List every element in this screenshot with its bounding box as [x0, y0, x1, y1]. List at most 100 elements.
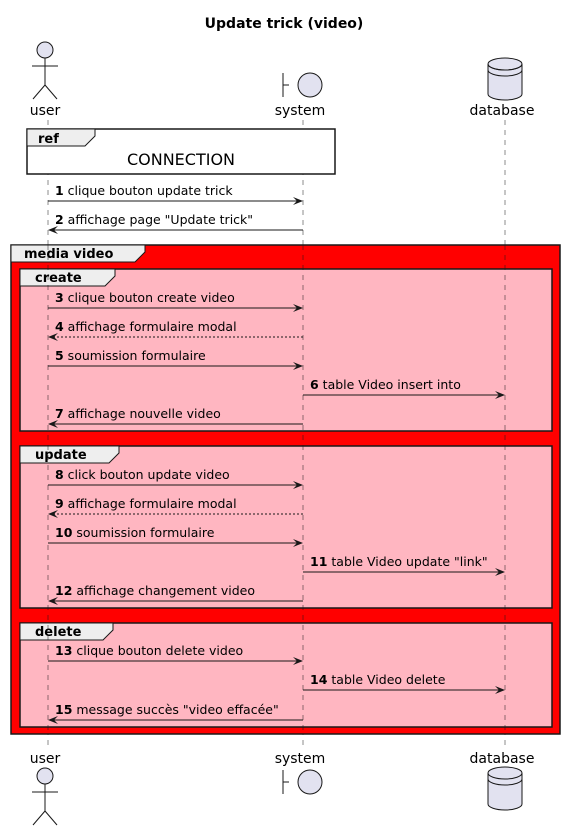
message-text: affichage nouvelle video	[64, 406, 221, 421]
message-arrow-head	[495, 391, 505, 399]
message-text: soumission formulaire	[72, 525, 214, 540]
message-number: 6	[310, 377, 319, 392]
messages: 1 clique bouton update trick 2 affichage …	[48, 183, 505, 724]
message-arrow-head	[293, 481, 303, 489]
message-text: table Video insert into	[319, 377, 461, 392]
database-icon	[487, 57, 523, 101]
diagram-title: Update trick (video)	[205, 16, 364, 32]
message-label: 8 click bouton update video	[55, 467, 230, 482]
message-text: table Video update "link"	[327, 554, 487, 569]
message-number: 2	[55, 212, 64, 227]
message-label: 15 message succès "video effacée"	[55, 702, 279, 717]
message-number: 5	[55, 348, 64, 363]
message-label: 3 clique bouton create video	[55, 290, 235, 305]
message-arrow-head	[48, 716, 58, 724]
message-arrow-head	[293, 539, 303, 547]
participant-label-user-bottom: user	[30, 751, 61, 767]
message-label: 10 soumission formulaire	[55, 525, 215, 540]
message-10: 10 soumission formulaire	[48, 525, 303, 547]
group-delete: delete	[19, 622, 553, 728]
message-number: 4	[55, 319, 64, 334]
message-text: affichage changement video	[72, 583, 255, 598]
participant-label-database-bottom: database	[470, 751, 535, 767]
participant-database-bottom: database	[470, 751, 535, 811]
group-create: create	[19, 268, 553, 432]
participant-label-system-bottom: system	[275, 751, 326, 767]
message-3: 3 clique bouton create video	[48, 290, 303, 312]
message-11: 11 table Video update "link"	[303, 554, 505, 576]
message-label: 5 soumission formulaire	[55, 348, 206, 363]
message-text: clique bouton delete video	[72, 643, 243, 658]
message-text: affichage formulaire modal	[64, 319, 237, 334]
message-text: click bouton update video	[64, 467, 230, 482]
message-text: affichage page "Update trick"	[64, 212, 253, 227]
message-arrow-head	[495, 686, 505, 694]
message-label: 11 table Video update "link"	[310, 554, 488, 569]
group-label-create: create	[35, 271, 82, 286]
actor-icon	[32, 41, 58, 100]
message-number: 9	[55, 496, 64, 511]
message-arrow-head	[48, 333, 58, 341]
message-number: 11	[310, 554, 327, 569]
message-arrow-head	[48, 226, 58, 234]
participant-label-user: user	[30, 103, 61, 119]
message-number: 13	[55, 643, 72, 658]
message-2: 2 affichage page "Update trick"	[48, 212, 303, 234]
message-label: 14 table Video delete	[310, 672, 446, 687]
message-number: 15	[55, 702, 72, 717]
group-label-update: update	[35, 448, 87, 463]
boundary-icon	[282, 72, 323, 98]
message-12: 12 affichage changement video	[48, 583, 303, 605]
message-label: 9 affichage formulaire modal	[55, 496, 237, 511]
message-label: 13 clique bouton delete video	[55, 643, 243, 658]
message-text: soumission formulaire	[64, 348, 206, 363]
participant-system-bottom: system	[275, 751, 326, 795]
message-13: 13 clique bouton delete video	[48, 643, 303, 665]
ref-tag: ref	[38, 132, 59, 147]
message-number: 3	[55, 290, 64, 305]
message-8: 8 click bouton update video	[48, 467, 303, 489]
group-label-delete: delete	[35, 625, 82, 640]
message-14: 14 table Video delete	[303, 672, 505, 694]
message-arrow-head	[293, 657, 303, 665]
message-5: 5 soumission formulaire	[48, 348, 303, 370]
message-arrow-head	[48, 597, 58, 605]
message-7: 7 affichage nouvelle video	[48, 406, 303, 428]
message-label: 6 table Video insert into	[310, 377, 461, 392]
ref-label: CONNECTION	[127, 150, 235, 169]
message-label: 4 affichage formulaire modal	[55, 319, 237, 334]
message-9: 9 affichage formulaire modal	[48, 496, 303, 518]
message-text: affichage formulaire modal	[64, 496, 237, 511]
message-arrow-head	[293, 304, 303, 312]
actor-icon	[32, 767, 58, 826]
message-label: 12 affichage changement video	[55, 583, 255, 598]
message-number: 14	[310, 672, 328, 687]
ref-frame: ref CONNECTION	[26, 128, 336, 175]
message-text: clique bouton create video	[64, 290, 235, 305]
group-update: update	[19, 445, 553, 609]
message-text: table Video delete	[327, 672, 445, 687]
participant-database-top: database	[470, 57, 535, 119]
message-arrow-head	[48, 420, 58, 428]
message-text: clique bouton update trick	[64, 183, 234, 198]
participant-user-bottom: user	[30, 751, 61, 826]
message-1: 1 clique bouton update trick	[48, 183, 303, 205]
participant-label-system: system	[275, 103, 326, 119]
database-icon	[487, 766, 523, 811]
message-arrow-head	[293, 197, 303, 205]
message-arrow-head	[495, 568, 505, 576]
participant-user-top: user	[30, 41, 61, 119]
message-arrow-head	[293, 362, 303, 370]
message-15: 15 message succès "video effacée"	[48, 702, 303, 724]
message-arrow-head	[48, 510, 58, 518]
message-number: 12	[55, 583, 72, 598]
message-number: 8	[55, 467, 64, 482]
message-6: 6 table Video insert into	[303, 377, 505, 399]
message-label: 2 affichage page "Update trick"	[55, 212, 253, 227]
participant-system-top: system	[275, 72, 326, 119]
participant-label-database: database	[470, 103, 535, 119]
message-text: message succès "video effacée"	[72, 702, 278, 717]
group-label-media-video: media video	[24, 247, 113, 262]
message-number: 10	[55, 525, 73, 540]
